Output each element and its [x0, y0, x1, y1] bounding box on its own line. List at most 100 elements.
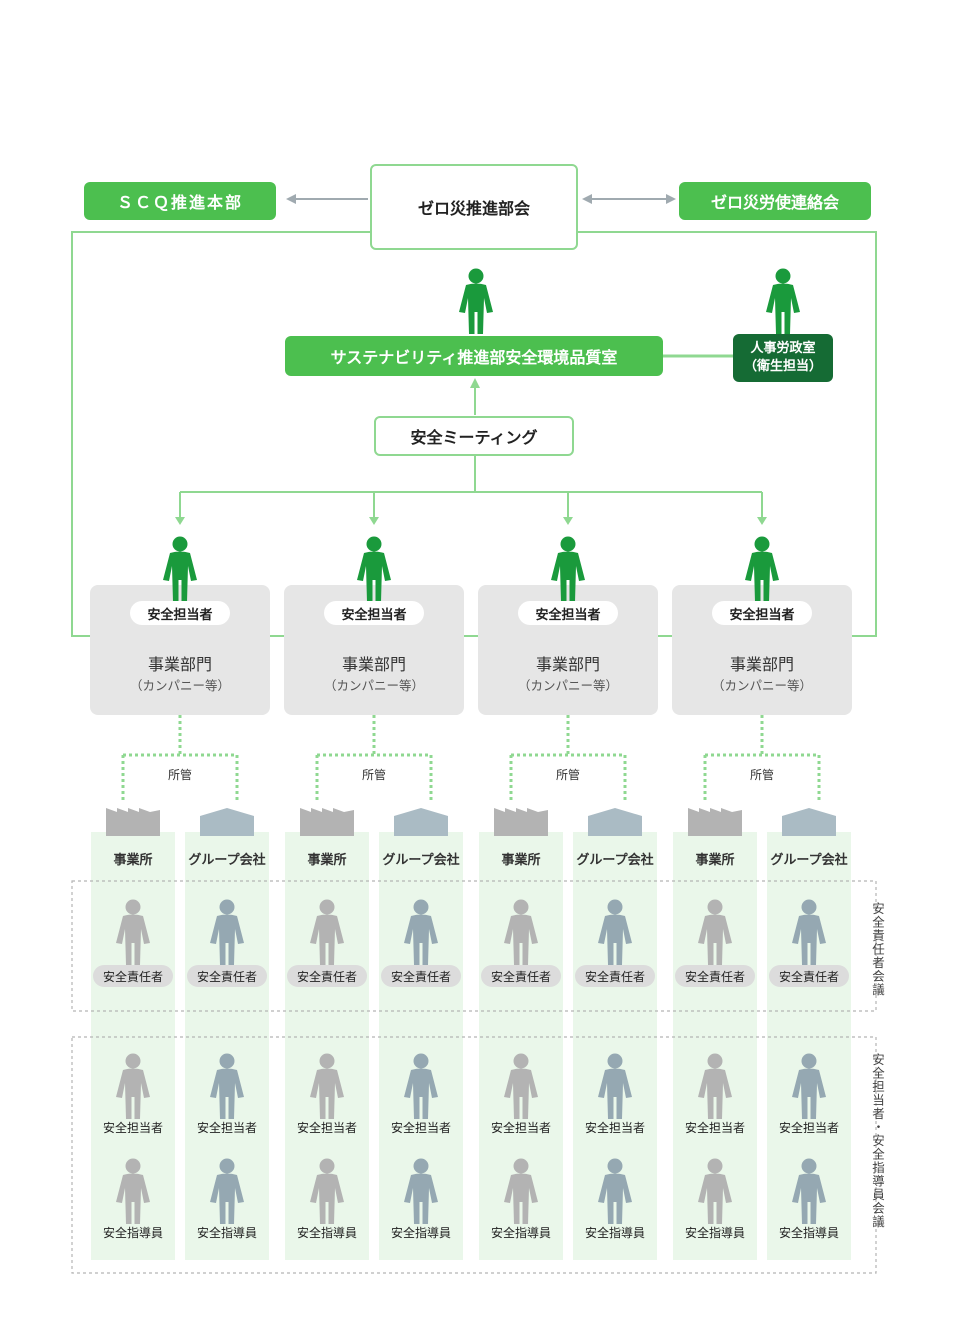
scq-headquarters-box: ＳＣＱ推進本部 — [84, 182, 276, 220]
site-safety-instructor-label: 安全指導員 — [684, 1226, 745, 1240]
safety-officer-pill: 安全担当者 — [518, 601, 618, 625]
department-sub: （カンパニー等） — [711, 678, 812, 693]
department-name: 事業部門 — [729, 655, 794, 674]
group-safety-instructor-person-icon — [209, 1158, 245, 1224]
site-safety-instructor-label: 安全指導員 — [490, 1226, 551, 1240]
group-safety-responsible-person-icon — [597, 899, 633, 965]
sustainability-office-label: サステナビリティ推進部安全環境品質室 — [330, 348, 618, 367]
department-name: 事業部門 — [341, 655, 406, 674]
building-icon — [200, 806, 254, 836]
site-safety-instructor-label: 安全指導員 — [102, 1226, 163, 1240]
site-safety-instructor-person-icon — [503, 1158, 539, 1224]
department-sub: （カンパニー等） — [517, 678, 618, 693]
jurisdiction-label: 所管 — [749, 768, 774, 782]
dept-person-icon — [550, 536, 586, 602]
site-safety-responsible-label: 安全責任者 — [481, 965, 561, 987]
site-safety-instructor-label: 安全指導員 — [296, 1226, 357, 1240]
group-safety-responsible-person-icon — [403, 899, 439, 965]
group-safety-responsible-label: 安全責任者 — [187, 965, 267, 987]
site-safety-responsible-label: 安全責任者 — [675, 965, 755, 987]
site-label: 事業所 — [695, 853, 735, 868]
department-name: 事業部門 — [147, 655, 212, 674]
site-safety-officer-label: 安全担当者 — [684, 1121, 745, 1135]
site-safety-responsible-person-icon — [309, 899, 345, 965]
hr-labor-office-box: 人事労政室 （衛生担当） — [733, 334, 833, 382]
group-company-label: グループ会社 — [770, 853, 848, 868]
site-safety-responsible-person-icon — [697, 899, 733, 965]
group-safety-responsible-person-icon — [209, 899, 245, 965]
factory-icon — [300, 806, 354, 836]
zero-accident-committee-box: ゼロ災推進部会 — [370, 164, 578, 250]
zero-accident-committee-label: ゼロ災推進部会 — [417, 199, 530, 218]
group-safety-instructor-label: 安全指導員 — [196, 1226, 257, 1240]
group-safety-officer-label: 安全担当者 — [390, 1121, 451, 1135]
group-company-label: グループ会社 — [382, 853, 460, 868]
group-safety-officer-label: 安全担当者 — [196, 1121, 257, 1135]
group-safety-officer-label: 安全担当者 — [584, 1121, 645, 1135]
group-safety-officer-label: 安全担当者 — [778, 1121, 839, 1135]
safety-officer-pill: 安全担当者 — [712, 601, 812, 625]
hr-person-icon — [765, 268, 801, 334]
group-safety-responsible-label: 安全責任者 — [381, 965, 461, 987]
group-safety-officer-person-icon — [597, 1053, 633, 1119]
group-safety-responsible-label: 安全責任者 — [575, 965, 655, 987]
factory-icon — [106, 806, 160, 836]
officer-meeting-label: 安全担当者・安全指導員会議 — [870, 1053, 885, 1229]
labor-management-liaison-box: ゼロ災労使連絡会 — [679, 182, 871, 220]
group-safety-instructor-label: 安全指導員 — [584, 1226, 645, 1240]
site-label: 事業所 — [501, 853, 541, 868]
safety-meeting-box: 安全ミーティング — [374, 416, 574, 456]
factory-icon — [688, 806, 742, 836]
site-safety-officer-person-icon — [309, 1053, 345, 1119]
officer-meeting-frame — [71, 1036, 877, 1274]
sustainability-office-box: サステナビリティ推進部安全環境品質室 — [285, 336, 663, 376]
building-icon — [782, 806, 836, 836]
group-safety-officer-person-icon — [403, 1053, 439, 1119]
responsible-meeting-frame — [71, 880, 877, 1012]
office-person-icon — [458, 268, 494, 334]
group-safety-instructor-person-icon — [597, 1158, 633, 1224]
dept-person-icon — [356, 536, 392, 602]
group-safety-responsible-person-icon — [791, 899, 827, 965]
site-label: 事業所 — [113, 853, 153, 868]
jurisdiction-label: 所管 — [555, 768, 580, 782]
site-safety-officer-label: 安全担当者 — [296, 1121, 357, 1135]
site-safety-responsible-person-icon — [503, 899, 539, 965]
site-safety-officer-person-icon — [697, 1053, 733, 1119]
site-safety-instructor-person-icon — [697, 1158, 733, 1224]
department-sub: （カンパニー等） — [129, 678, 230, 693]
site-safety-officer-label: 安全担当者 — [102, 1121, 163, 1135]
dept-person-icon — [162, 536, 198, 602]
dept-person-icon — [744, 536, 780, 602]
group-safety-responsible-label: 安全責任者 — [769, 965, 849, 987]
hr-labor-office-sub: （衛生担当） — [743, 359, 822, 374]
scq-headquarters-label: ＳＣＱ推進本部 — [116, 193, 243, 212]
factory-icon — [494, 806, 548, 836]
safety-officer-pill: 安全担当者 — [324, 601, 424, 625]
building-icon — [588, 806, 642, 836]
group-company-label: グループ会社 — [576, 853, 654, 868]
site-safety-officer-person-icon — [115, 1053, 151, 1119]
site-safety-responsible-person-icon — [115, 899, 151, 965]
group-safety-instructor-label: 安全指導員 — [390, 1226, 451, 1240]
group-safety-officer-person-icon — [209, 1053, 245, 1119]
site-label: 事業所 — [307, 853, 347, 868]
group-safety-instructor-person-icon — [791, 1158, 827, 1224]
site-safety-responsible-label: 安全責任者 — [93, 965, 173, 987]
site-safety-responsible-label: 安全責任者 — [287, 965, 367, 987]
department-name: 事業部門 — [535, 655, 600, 674]
safety-meeting-label: 安全ミーティング — [410, 428, 538, 447]
jurisdiction-label: 所管 — [167, 768, 192, 782]
site-safety-instructor-person-icon — [115, 1158, 151, 1224]
labor-management-liaison-label: ゼロ災労使連絡会 — [710, 193, 839, 212]
group-safety-officer-person-icon — [791, 1053, 827, 1119]
hr-labor-office-label: 人事労政室 — [750, 341, 816, 356]
group-company-label: グループ会社 — [188, 853, 266, 868]
group-safety-instructor-label: 安全指導員 — [778, 1226, 839, 1240]
jurisdiction-label: 所管 — [361, 768, 386, 782]
department-sub: （カンパニー等） — [323, 678, 424, 693]
site-safety-officer-label: 安全担当者 — [490, 1121, 551, 1135]
responsible-meeting-label: 安全責任者会議 — [870, 902, 885, 997]
building-icon — [394, 806, 448, 836]
